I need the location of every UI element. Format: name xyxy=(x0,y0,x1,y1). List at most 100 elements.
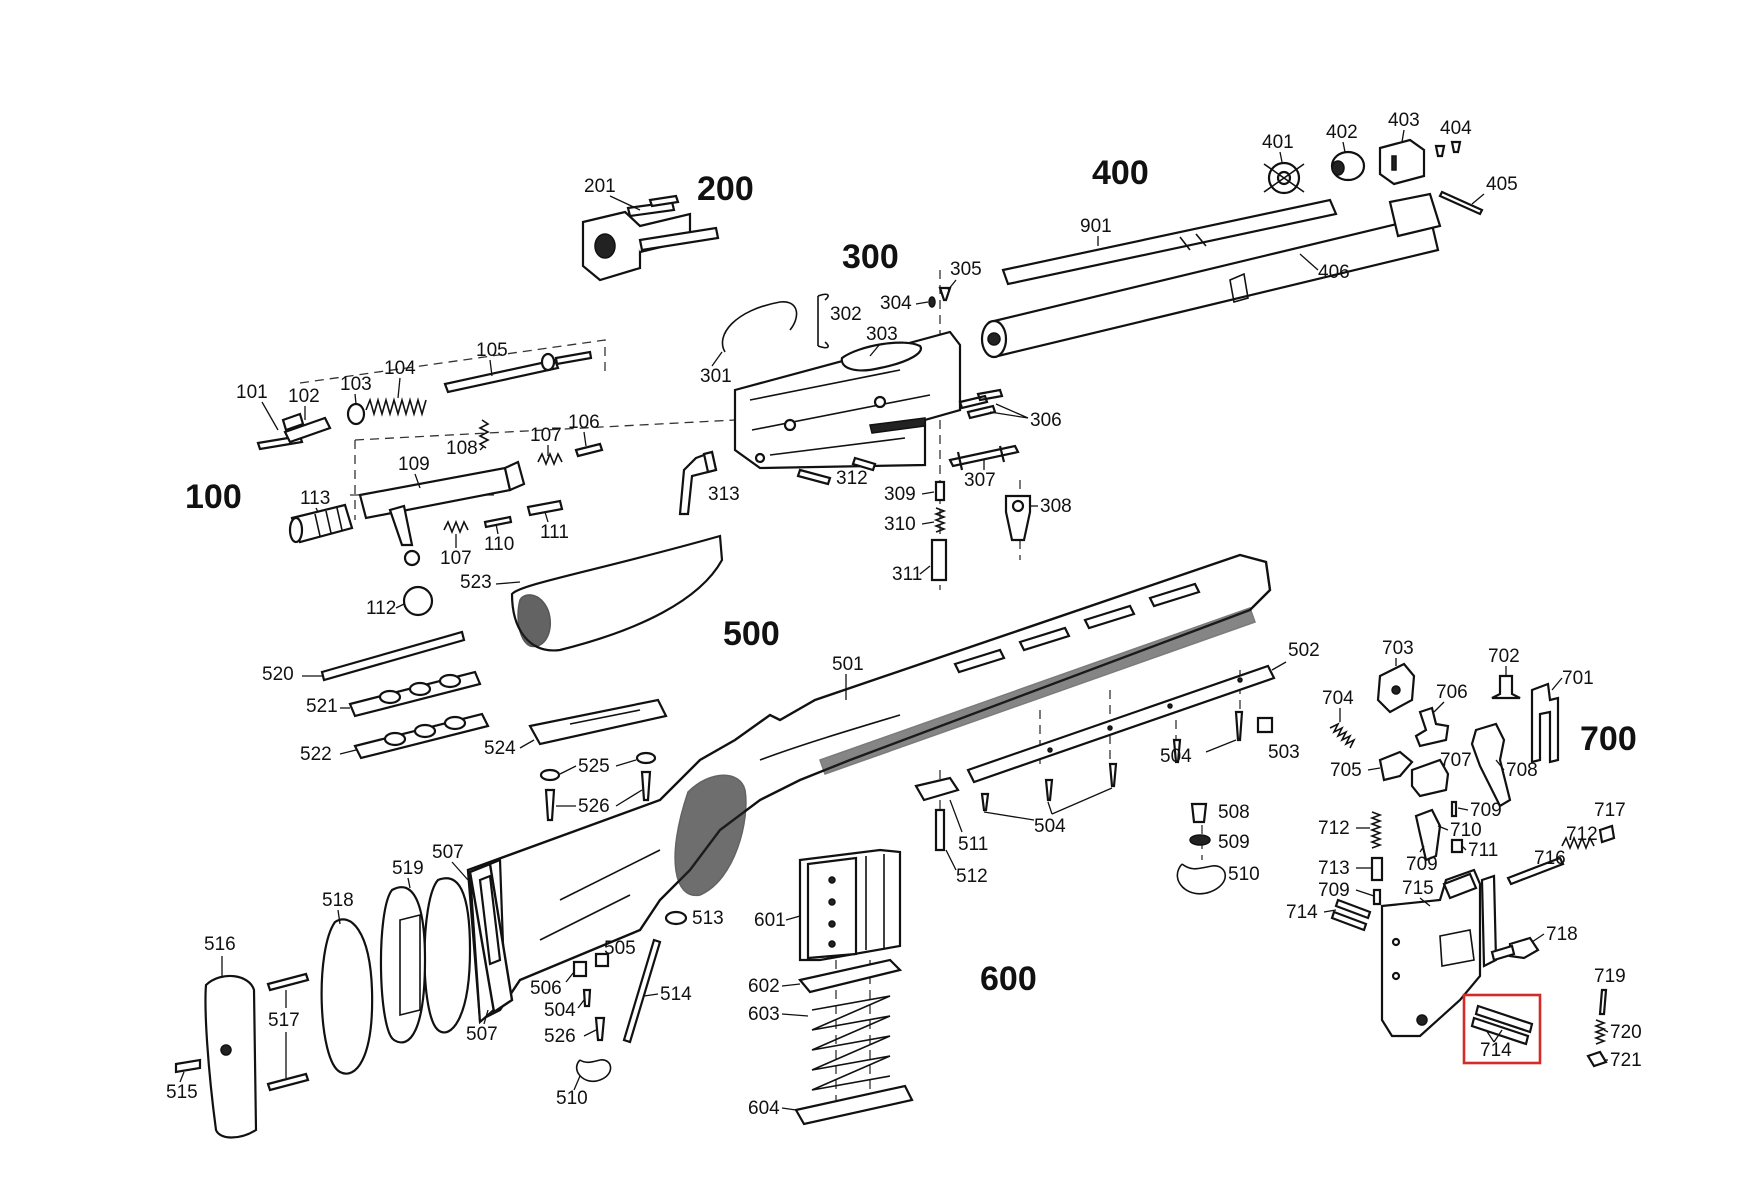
part-525-washers xyxy=(539,768,561,782)
callout-302: 302 xyxy=(830,304,862,325)
callout-711: 711 xyxy=(1468,840,1498,861)
part-310-spring xyxy=(933,507,947,533)
callout-601: 601 xyxy=(754,910,786,931)
callout-716: 716 xyxy=(1534,848,1566,869)
part-901-barrel-shroud xyxy=(1001,198,1338,286)
callout-519: 519 xyxy=(392,858,424,879)
callout-102: 102 xyxy=(288,386,320,407)
part-705-lever xyxy=(1378,750,1414,782)
callout-712-left: 712 xyxy=(1318,818,1350,839)
group-400-barrel: 401 402 403 404 405 406 901 xyxy=(980,110,1518,359)
callout-510-lower: 510 xyxy=(556,1088,588,1109)
part-311-plunger xyxy=(930,538,948,582)
callout-707: 707 xyxy=(1440,750,1472,771)
callout-510-upper: 510 xyxy=(1228,864,1260,885)
part-513-nut xyxy=(664,910,688,926)
callout-526-upper: 526 xyxy=(578,796,610,817)
part-710-trigger xyxy=(1414,808,1442,862)
part-511-block xyxy=(914,776,960,802)
callout-507-upper: 507 xyxy=(432,842,464,863)
callout-715: 715 xyxy=(1402,878,1434,899)
callout-518: 518 xyxy=(322,890,354,911)
part-504-screws xyxy=(980,710,1244,812)
callout-107-lower: 107 xyxy=(440,548,472,569)
callout-303: 303 xyxy=(866,324,898,345)
part-304-small-part xyxy=(928,296,936,308)
part-111-bracket xyxy=(526,499,564,517)
callout-502: 502 xyxy=(1288,640,1320,661)
part-108-spring xyxy=(478,419,490,449)
group-label-100: 100 xyxy=(185,478,242,516)
group-label-300: 300 xyxy=(842,238,899,276)
group-200-rear-sight: 201 xyxy=(581,176,720,282)
callout-714-left: 714 xyxy=(1286,902,1318,923)
callout-511: 511 xyxy=(958,834,988,855)
part-702-pin xyxy=(1491,674,1521,700)
part-520-rod xyxy=(320,630,466,682)
callout-703: 703 xyxy=(1382,638,1414,659)
part-301-wire-spring xyxy=(721,301,798,353)
callout-517: 517 xyxy=(268,1010,300,1031)
part-306-screws xyxy=(958,388,1004,420)
callout-721: 721 xyxy=(1610,1050,1642,1071)
part-309-pin xyxy=(934,480,946,502)
callout-508: 508 xyxy=(1218,802,1250,823)
part-602-follower xyxy=(797,958,903,994)
callout-526-lower: 526 xyxy=(544,1026,576,1047)
part-721-cap xyxy=(1586,1050,1608,1068)
part-109-bolt-body xyxy=(358,466,512,520)
callout-313: 313 xyxy=(708,484,740,505)
callout-404: 404 xyxy=(1440,118,1472,139)
part-312-pins xyxy=(796,456,877,486)
callout-506: 506 xyxy=(530,978,562,999)
callout-504-upper: 504 xyxy=(1160,746,1192,767)
callout-706: 706 xyxy=(1436,682,1468,703)
callout-516: 516 xyxy=(204,934,236,955)
callout-520: 520 xyxy=(262,664,294,685)
part-505-nut xyxy=(594,952,610,968)
callout-112: 112 xyxy=(366,598,396,619)
callout-403: 403 xyxy=(1388,110,1420,131)
group-700-trigger: 701 702 703 704 705 706 707 708 709 710 … xyxy=(1286,638,1642,1071)
callout-405: 405 xyxy=(1486,174,1518,195)
callout-702: 702 xyxy=(1488,646,1520,667)
callout-106: 106 xyxy=(568,412,600,433)
part-105-striker-rod xyxy=(443,358,560,394)
callout-720: 720 xyxy=(1610,1022,1642,1043)
callout-509: 509 xyxy=(1218,832,1250,853)
part-716-rod xyxy=(1506,856,1565,886)
callout-602: 602 xyxy=(748,976,780,997)
part-107-spring-upper xyxy=(537,451,563,467)
callout-521: 521 xyxy=(306,696,338,717)
callout-710: 710 xyxy=(1450,820,1482,841)
callout-107-upper: 107 xyxy=(530,425,562,446)
callout-504-middle: 504 xyxy=(1034,816,1066,837)
part-303-receiver xyxy=(733,330,962,470)
part-519-butt-pad xyxy=(423,877,472,1034)
part-512-screw xyxy=(934,808,946,852)
callout-310: 310 xyxy=(884,514,916,535)
part-720-spring xyxy=(1593,1019,1607,1045)
callout-901: 901 xyxy=(1080,216,1112,237)
group-label-500: 500 xyxy=(723,615,780,653)
callout-604: 604 xyxy=(748,1098,780,1119)
part-102-firing-pin xyxy=(283,416,332,444)
callout-514: 514 xyxy=(660,984,692,1005)
callout-109: 109 xyxy=(398,454,430,475)
callout-709-middle: 709 xyxy=(1406,854,1438,875)
callout-401: 401 xyxy=(1262,132,1294,153)
callout-704: 704 xyxy=(1322,688,1354,709)
group-label-200: 200 xyxy=(697,170,754,208)
callout-306: 306 xyxy=(1030,410,1062,431)
part-509-washer xyxy=(1189,834,1211,846)
callout-104: 104 xyxy=(384,358,416,379)
callout-501: 501 xyxy=(832,654,864,675)
part-302-clip xyxy=(817,293,829,349)
part-104-spring xyxy=(365,397,427,417)
part-518-butt-pad xyxy=(320,918,374,1075)
group-label-700: 700 xyxy=(1580,720,1637,758)
callout-523: 523 xyxy=(460,572,492,593)
part-714-pins-right xyxy=(1470,1004,1534,1046)
callout-201: 201 xyxy=(584,176,616,197)
